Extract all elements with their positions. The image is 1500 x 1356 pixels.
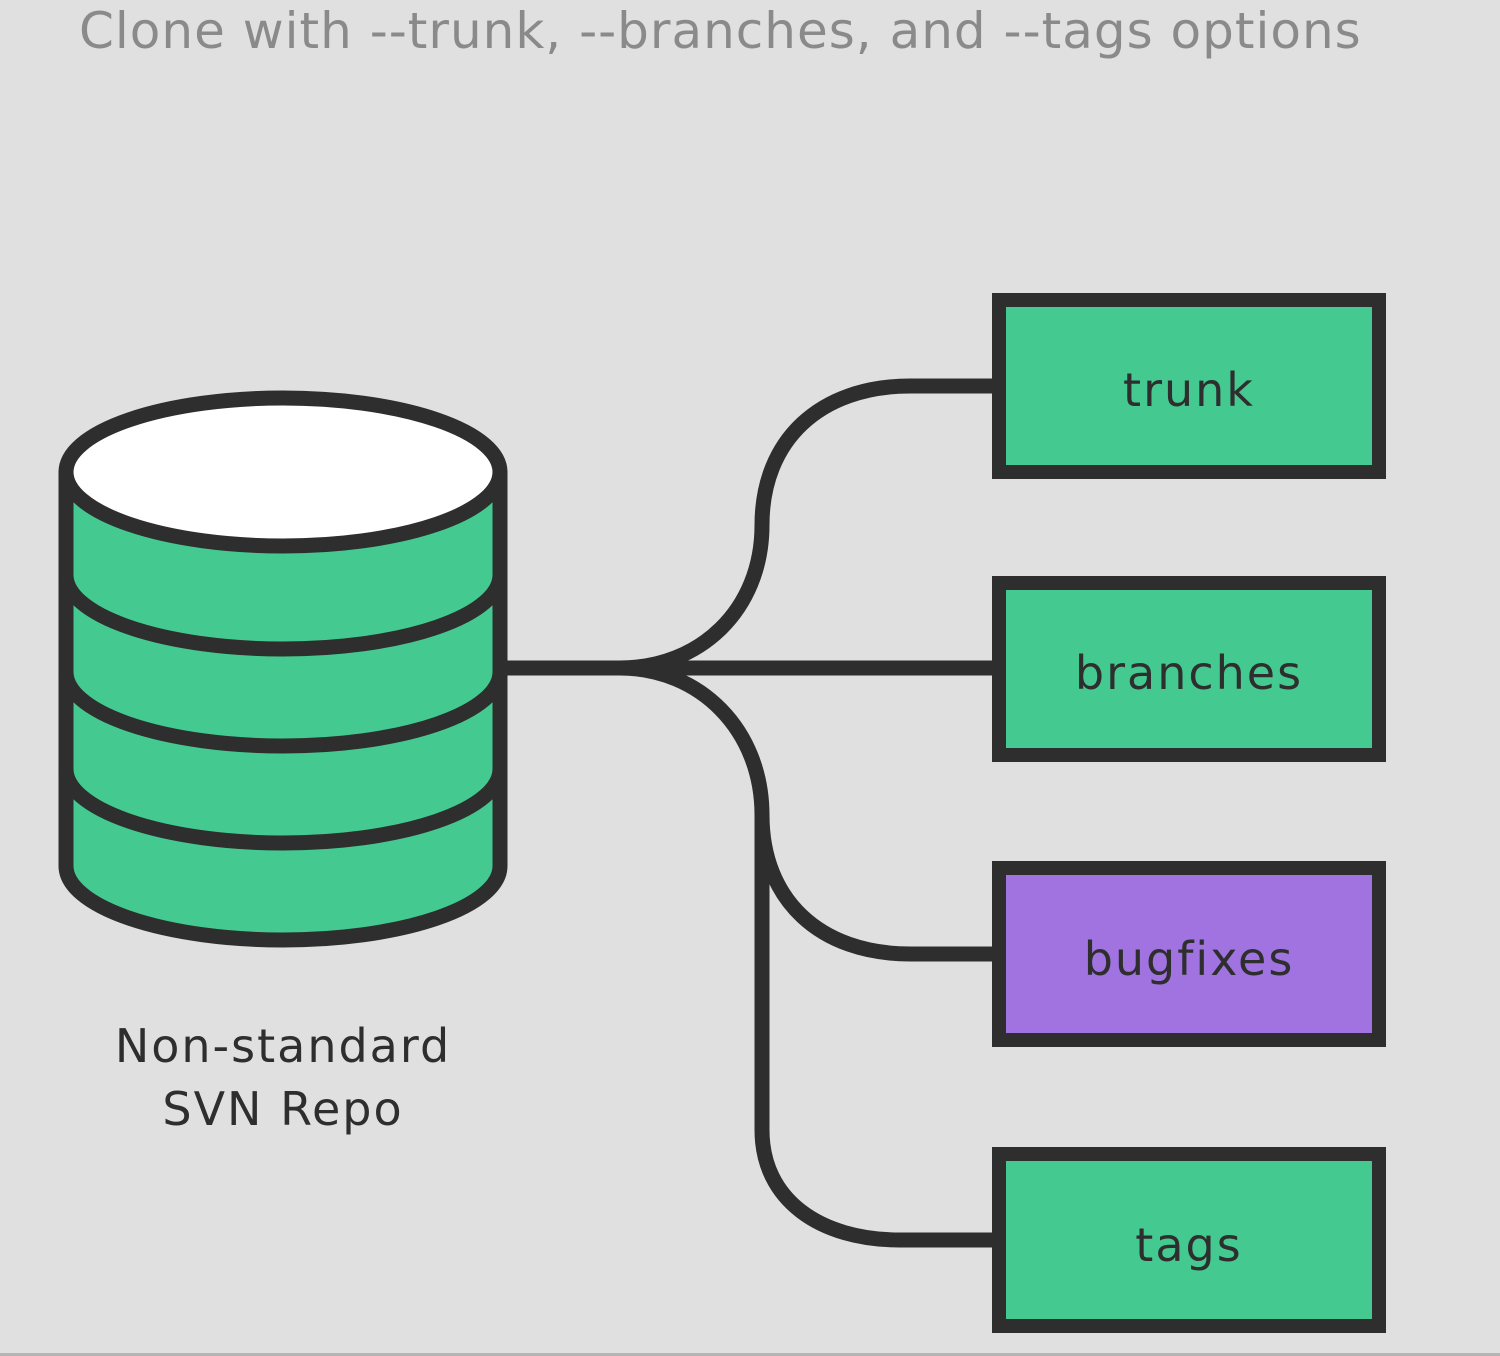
repo-label-line2: SVN Repo [162,1082,403,1136]
connector-trunk [492,378,1004,676]
repo-label-line1: Non-standard [115,1019,451,1073]
node-box [992,576,1386,762]
node-box [992,293,1386,479]
connectors [492,378,1004,1248]
node-branches: branches [992,576,1386,762]
node-label-bugfixes: bugfixes [1084,932,1295,986]
database-body [58,470,508,948]
node-trunk: trunk [992,293,1386,479]
node-box [992,1147,1386,1333]
node-label-branches: branches [1075,646,1303,700]
node-box-highlighted [992,861,1386,1047]
node-label-tags: tags [1135,1218,1242,1272]
database-ring-2 [58,671,508,754]
node-tags: tags [992,1147,1386,1333]
database-top [58,390,508,554]
bottom-divider [0,1353,1500,1356]
connector-tags [754,807,1004,1248]
node-label-trunk: trunk [1123,363,1255,417]
diagram-title: Clone with --trunk, --branches, and --ta… [79,2,1362,60]
database-ring-1 [58,574,508,657]
node-bugfixes: bugfixes [992,861,1386,1047]
connector-bugfixes [612,660,1004,962]
database-ring-3 [58,768,508,851]
database-icon [58,390,508,948]
